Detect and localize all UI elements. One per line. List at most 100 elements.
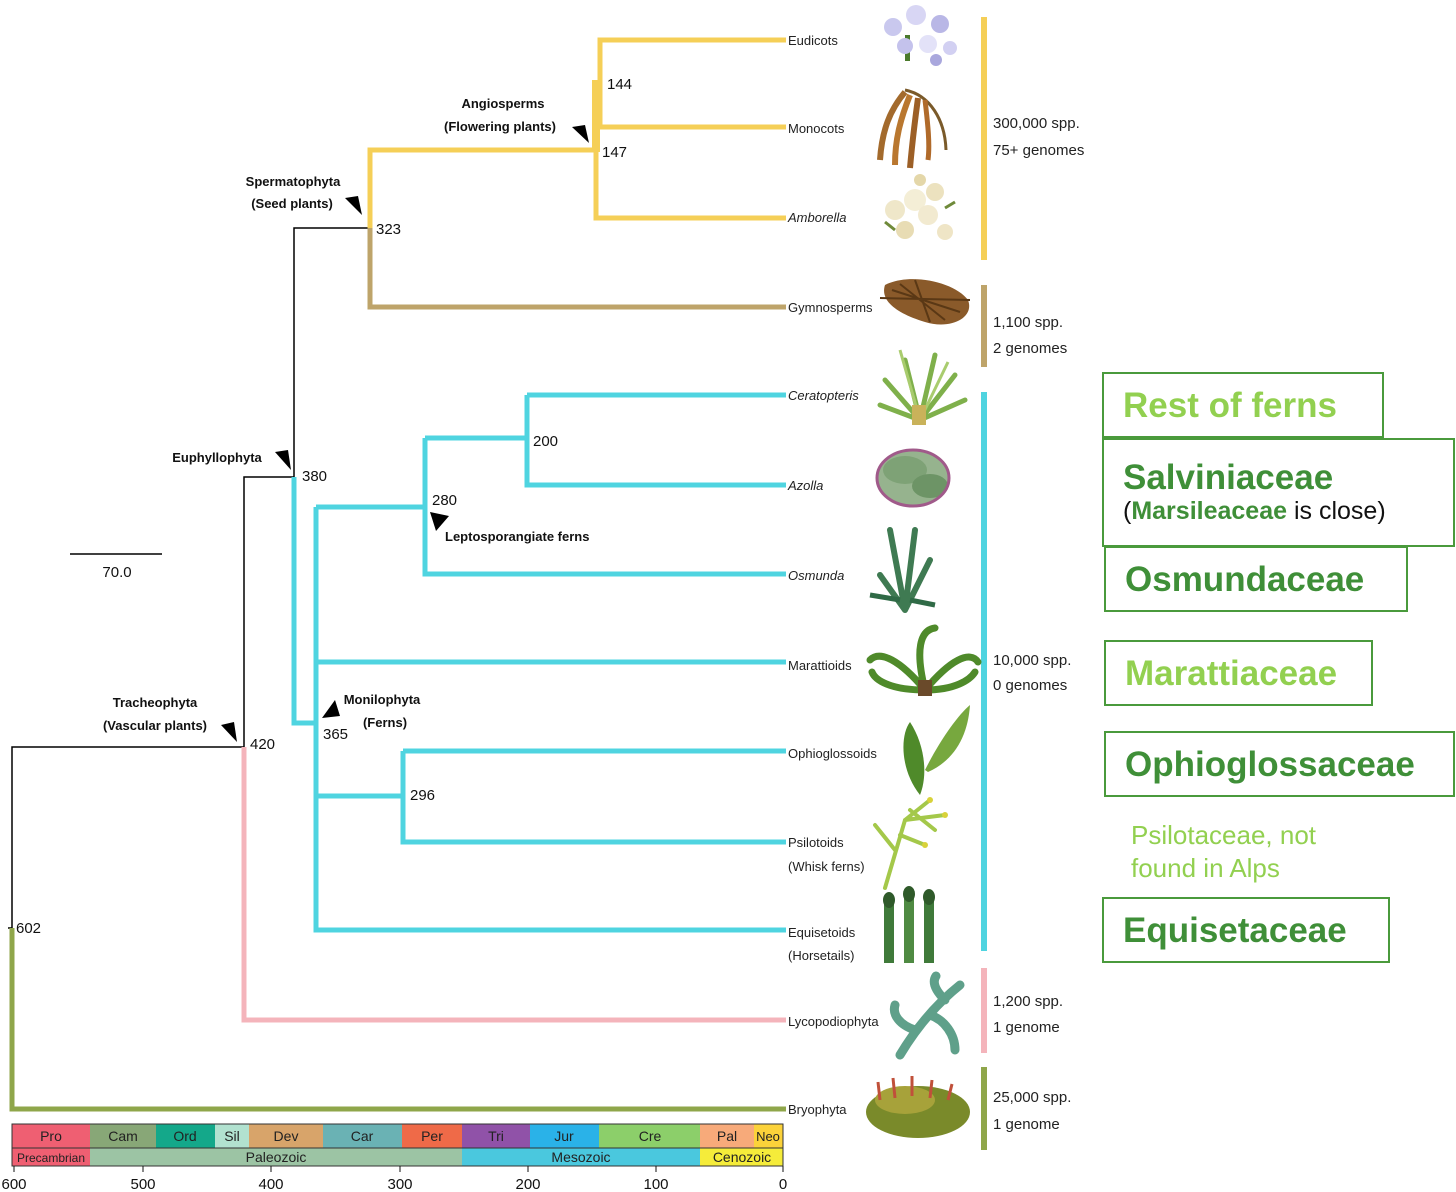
leaf-psilotoids-sub: (Whisk ferns) bbox=[788, 859, 865, 874]
node-age-365: 365 bbox=[323, 726, 348, 743]
rest-of-ferns-label: Rest of ferns bbox=[1123, 386, 1337, 425]
leaf-bryophyta: Bryophyta bbox=[788, 1102, 847, 1117]
period-sil: Sil bbox=[224, 1128, 240, 1144]
ophioglossaceae-label: Ophioglossaceae bbox=[1125, 745, 1415, 784]
equisetoids-image bbox=[883, 886, 935, 963]
gymno-spp: 1,100 spp. bbox=[993, 314, 1063, 331]
era-paleozoic-rect bbox=[90, 1148, 462, 1166]
salviniaceae-note-text: is close) bbox=[1287, 497, 1386, 525]
equisetaceae-label: Equisetaceae bbox=[1123, 911, 1347, 950]
clade-tracheophyta-sub: (Vascular plants) bbox=[103, 718, 207, 733]
lyco-genomes: 1 genome bbox=[993, 1019, 1060, 1036]
osmunda-image bbox=[869, 527, 936, 613]
period-car: Car bbox=[351, 1128, 374, 1144]
lycophyte-branch bbox=[241, 747, 786, 1023]
period-dev-rect bbox=[249, 1124, 323, 1148]
period-cam: Cam bbox=[108, 1128, 138, 1144]
equisetaceae-box: Equisetaceae bbox=[1102, 897, 1390, 963]
period-per: Per bbox=[421, 1128, 443, 1144]
node-arrowheads bbox=[221, 125, 589, 742]
leaf-monocots: Monocots bbox=[788, 121, 845, 136]
leaf-eudicots: Eudicots bbox=[788, 33, 838, 48]
era-precambrian-rect bbox=[12, 1148, 90, 1166]
bar-angiosperms bbox=[981, 17, 987, 260]
fern-genomes: 0 genomes bbox=[993, 677, 1067, 694]
leaf-osmunda: Osmunda bbox=[788, 568, 844, 583]
tick-100: 100 bbox=[643, 1176, 668, 1192]
era-mesozoic-rect bbox=[462, 1148, 700, 1166]
node-age-420: 420 bbox=[250, 736, 275, 753]
azolla-image bbox=[875, 448, 951, 508]
monocots-image bbox=[877, 88, 948, 169]
salviniaceae-note-paren: ( bbox=[1123, 497, 1132, 525]
ophioglossoids-image bbox=[903, 705, 970, 795]
bar-lycophytes bbox=[981, 968, 987, 1053]
leaf-ceratopteris: Ceratopteris bbox=[788, 388, 859, 403]
arrow-euphyllophyta bbox=[275, 450, 291, 470]
angio-genomes: 75+ genomes bbox=[993, 142, 1084, 159]
clade-monilophyta-sub: (Ferns) bbox=[363, 715, 407, 730]
timescale-ticks bbox=[13, 1166, 784, 1172]
angio-spp: 300,000 spp. bbox=[993, 115, 1080, 132]
psilotaceae-note: Psilotaceae, not found in Alps bbox=[1131, 819, 1316, 885]
lycopodiophyta-image bbox=[889, 971, 965, 1060]
node-age-296: 296 bbox=[410, 787, 435, 804]
osmundaceae-box: Osmundaceae bbox=[1104, 546, 1408, 612]
tick-600: 600 bbox=[1, 1176, 26, 1192]
period-jur: Jur bbox=[554, 1128, 574, 1144]
period-cam-rect bbox=[90, 1124, 156, 1148]
gymnosperms-image bbox=[879, 279, 971, 325]
period-dev: Dev bbox=[274, 1128, 299, 1144]
era-cenozoic: Cenozoic bbox=[713, 1149, 771, 1165]
period-neo-rect bbox=[754, 1124, 783, 1148]
clade-monilophyta: Monilophyta bbox=[344, 692, 421, 707]
osmundaceae-label: Osmundaceae bbox=[1125, 560, 1365, 599]
node-age-144: 144 bbox=[607, 76, 632, 93]
bar-ferns bbox=[981, 392, 987, 951]
ophioglossaceae-box: Ophioglossaceae bbox=[1104, 731, 1455, 797]
tick-500: 500 bbox=[130, 1176, 155, 1192]
gymnosperm-branch bbox=[367, 228, 786, 310]
leaf-equisetoids: Equisetoids bbox=[788, 925, 856, 940]
node-age-280: 280 bbox=[432, 492, 457, 509]
era-precambrian: Precambrian bbox=[17, 1151, 85, 1165]
angiosperm-branches bbox=[367, 37, 786, 228]
psilotaceae-note-line1: Psilotaceae, not bbox=[1131, 820, 1317, 850]
period-pal-rect bbox=[700, 1124, 754, 1148]
arrow-spermatophyta bbox=[345, 196, 362, 215]
arrow-leptosporangiate bbox=[430, 512, 449, 531]
bar-gymnosperms bbox=[981, 285, 987, 367]
backbone-branches bbox=[8, 227, 370, 929]
period-ord-rect bbox=[156, 1124, 215, 1148]
leaf-amborella: Amborella bbox=[787, 210, 847, 225]
period-pro: Pro bbox=[40, 1128, 62, 1144]
salviniaceae-box: Salviniaceae (Marsileaceae is close) bbox=[1102, 438, 1455, 547]
tick-300: 300 bbox=[387, 1176, 412, 1192]
period-tri-rect bbox=[462, 1124, 530, 1148]
period-pal: Pal bbox=[717, 1128, 737, 1144]
arrow-angiosperms bbox=[572, 125, 589, 143]
node-age-602: 602 bbox=[16, 920, 41, 937]
clade-euphyllophyta: Euphyllophyta bbox=[172, 450, 262, 465]
period-sil-rect bbox=[215, 1124, 249, 1148]
bryo-spp: 25,000 spp. bbox=[993, 1089, 1071, 1106]
period-pro-rect bbox=[12, 1124, 90, 1148]
ceratopteris-image bbox=[877, 349, 968, 425]
lyco-spp: 1,200 spp. bbox=[993, 993, 1063, 1010]
bryo-genomes: 1 genome bbox=[993, 1116, 1060, 1133]
leaf-gymnosperms: Gymnosperms bbox=[788, 300, 873, 315]
salviniaceae-note: (Marsileaceae is close) bbox=[1123, 499, 1453, 524]
timescale: Pro Cam Ord Sil Dev Car Per Tri Jur Cre … bbox=[1, 1123, 787, 1192]
marattioids-image bbox=[866, 624, 982, 696]
era-paleozoic: Paleozoic bbox=[246, 1149, 307, 1165]
leaf-ophioglossoids: Ophioglossoids bbox=[788, 746, 877, 761]
psilotaceae-note-line2: found in Alps bbox=[1131, 853, 1280, 883]
node-age-380: 380 bbox=[302, 468, 327, 485]
period-per-rect bbox=[402, 1124, 462, 1148]
gymno-genomes: 2 genomes bbox=[993, 340, 1067, 357]
rest-of-ferns-box: Rest of ferns bbox=[1102, 372, 1384, 438]
period-neo: Neo bbox=[756, 1129, 780, 1144]
leaf-azolla: Azolla bbox=[787, 478, 823, 493]
arrow-tracheophyta bbox=[221, 722, 237, 742]
